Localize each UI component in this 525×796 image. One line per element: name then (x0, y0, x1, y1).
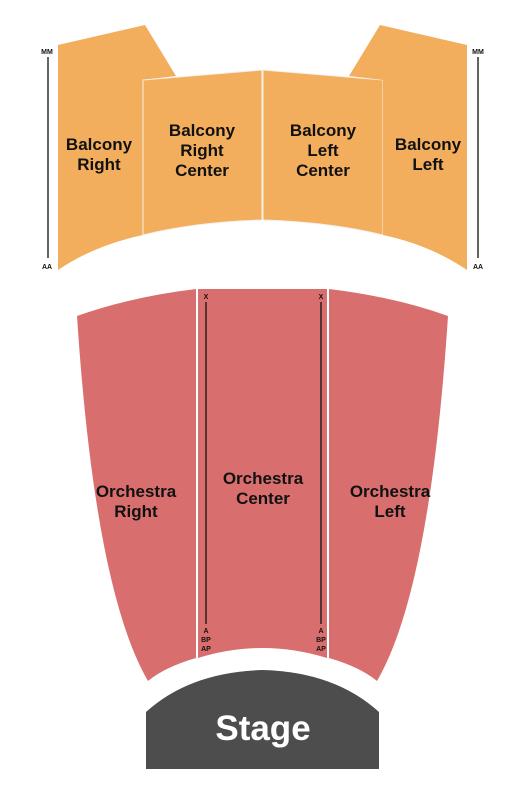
label-orchestra-left-2: Left (374, 502, 406, 521)
section-orchestra-right[interactable] (77, 289, 196, 681)
balcony-row-bottom-left: AA (42, 264, 52, 271)
balcony-level: MM AA MM AA Balcony Right Balcony Right … (41, 25, 484, 271)
orchestra-aisle-left-row1: A (203, 628, 208, 635)
label-orchestra-right-1: Orchestra (96, 482, 177, 501)
stage-label: Stage (215, 709, 310, 748)
section-balcony-right-center[interactable] (142, 69, 263, 236)
label-balcony-right-2: Right (77, 155, 121, 174)
section-orchestra-center[interactable] (198, 289, 327, 658)
label-orchestra-left-1: Orchestra (350, 482, 431, 501)
orchestra-aisle-left-row3: AP (201, 646, 211, 653)
orchestra-aisle-right-row2: BP (316, 637, 326, 644)
label-balcony-left-center-3: Center (296, 161, 350, 180)
label-orchestra-center-1: Orchestra (223, 469, 304, 488)
stage (146, 670, 379, 769)
label-orchestra-right-2: Right (114, 502, 158, 521)
balcony-row-bottom-right: AA (473, 264, 483, 271)
label-balcony-left-2: Left (412, 155, 444, 174)
label-balcony-right-1: Balcony (66, 135, 133, 154)
label-balcony-right-center-2: Right (180, 141, 224, 160)
label-orchestra-center-2: Center (236, 489, 290, 508)
orchestra-aisle-left-top: X (204, 294, 209, 301)
section-balcony-left-center[interactable] (262, 69, 384, 236)
orchestra-aisle-right-top: X (319, 294, 324, 301)
orchestra-aisle-right-row3: AP (316, 646, 326, 653)
section-balcony-right[interactable] (58, 25, 176, 270)
label-balcony-right-center-1: Balcony (169, 121, 236, 140)
balcony-row-top-left: MM (41, 49, 53, 56)
section-balcony-left[interactable] (349, 25, 467, 270)
section-orchestra-left[interactable] (329, 289, 448, 681)
label-balcony-left-center-2: Left (307, 141, 339, 160)
label-balcony-left-1: Balcony (395, 135, 462, 154)
label-balcony-left-center-1: Balcony (290, 121, 357, 140)
orchestra-aisle-right-row1: A (318, 628, 323, 635)
orchestra-level: X A BP AP X A BP AP Orchestra Right Orch… (77, 289, 448, 681)
stage-area: Stage (146, 670, 379, 769)
orchestra-aisle-left-row2: BP (201, 637, 211, 644)
balcony-row-top-right: MM (472, 49, 484, 56)
label-balcony-right-center-3: Center (175, 161, 229, 180)
